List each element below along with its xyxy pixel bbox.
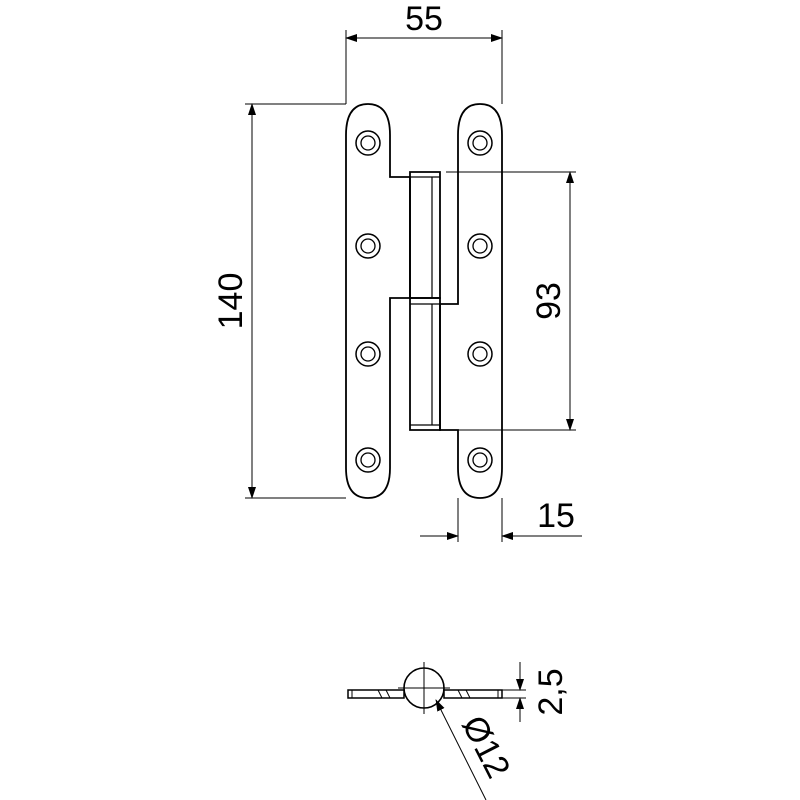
- knuckle-height-label: 93: [530, 282, 568, 320]
- screw-hole: [355, 447, 381, 473]
- dimension-pin-diameter: Ø12: [435, 699, 517, 800]
- overall-width-label: 55: [405, 0, 443, 38]
- leaf-width-label: 15: [537, 497, 575, 535]
- screw-hole: [467, 130, 493, 156]
- right-plate-section: [443, 689, 503, 699]
- pin-diameter-label: Ø12: [454, 710, 517, 785]
- screw-hole: [355, 233, 381, 259]
- right-leaf: [439, 103, 503, 499]
- screw-hole: [355, 130, 381, 156]
- screw-hole: [467, 233, 493, 259]
- left-plate-section: [347, 689, 405, 699]
- screw-holes-left: [355, 130, 381, 473]
- dimension-knuckle-height: 93: [446, 171, 576, 431]
- dimension-thickness: 2,5: [502, 662, 570, 722]
- upper-knuckle: [409, 171, 441, 299]
- dimension-overall-width: 55: [345, 0, 503, 104]
- hinge-front-view: [345, 103, 503, 499]
- thickness-label: 2,5: [532, 668, 570, 715]
- screw-hole: [355, 341, 381, 367]
- lower-knuckle: [409, 297, 441, 431]
- left-leaf: [345, 103, 411, 499]
- dimension-leaf-width: 15: [420, 497, 582, 542]
- hinge-side-view: [347, 662, 503, 714]
- dimension-overall-height: 140: [212, 103, 346, 499]
- screw-hole: [467, 447, 493, 473]
- overall-height-label: 140: [212, 273, 250, 330]
- screw-hole: [467, 341, 493, 367]
- knuckle-barrel: [409, 171, 441, 431]
- screw-holes-right: [467, 130, 493, 473]
